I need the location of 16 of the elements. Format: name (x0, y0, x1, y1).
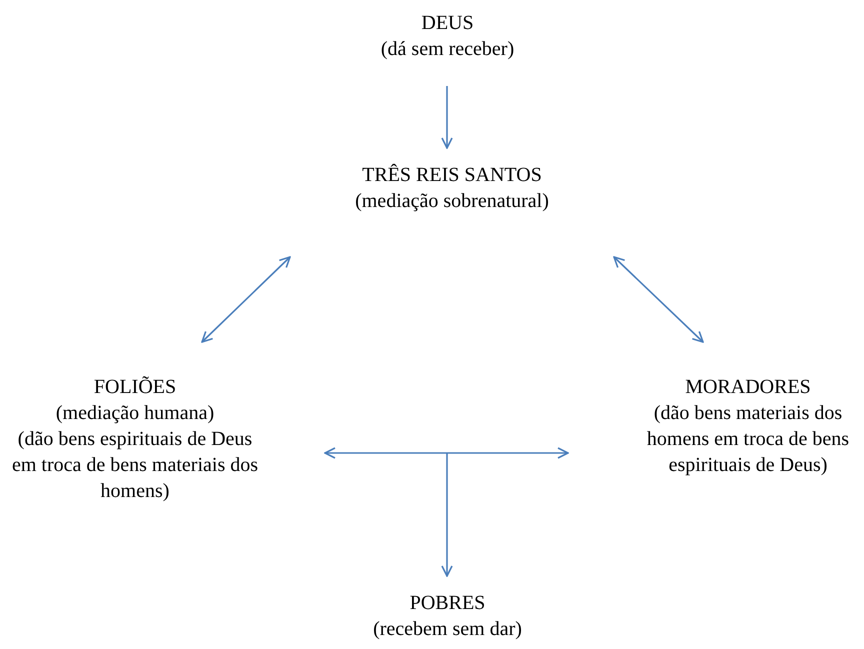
node-description: (dão bens materiais dos homens em troca de bens espirituais de Deus) (646, 401, 850, 478)
node-title: FOLIÕES (92, 375, 178, 400)
node-title: TRÊS REIS SANTOS (361, 162, 543, 188)
node-title: DEUS (420, 11, 475, 36)
node-description: (dá sem receber) (380, 37, 516, 62)
arrow (324, 447, 569, 459)
arrow (613, 256, 704, 343)
arrow (201, 256, 291, 343)
node-description: (mediação sobrenatural) (354, 189, 550, 214)
node-title: POBRES (408, 591, 486, 616)
arrow (441, 453, 453, 577)
node-description: (recebem sem dar) (372, 617, 523, 642)
node-title: MORADORES (684, 375, 812, 400)
node-description: (mediação humana) (54, 401, 216, 426)
arrow (441, 86, 453, 149)
node-description: (dão bens espirituais de Deus em troca de bens materiais dos homens) (10, 427, 260, 504)
